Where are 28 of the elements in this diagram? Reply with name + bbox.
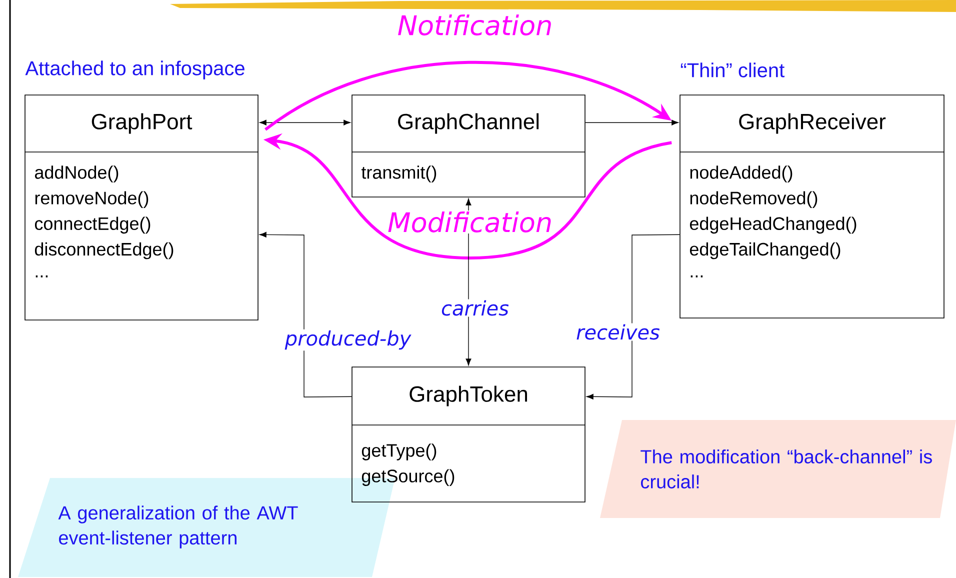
edge-label: receives xyxy=(575,323,661,341)
edge-label: Modification xyxy=(386,210,554,234)
node-label: connectEdge() xyxy=(34,216,150,234)
class-box: GraphToken getType() getSource() xyxy=(352,366,586,502)
node-label: edgeTailChanged() xyxy=(690,242,840,260)
caption-text: Attached to an infospace xyxy=(25,60,244,80)
node-label: ... xyxy=(690,275,703,278)
node-label: removeNode() xyxy=(35,191,148,208)
node-label: GraphReceiver xyxy=(739,113,886,134)
edge-label: Notification xyxy=(396,14,554,36)
node-label: addNode() xyxy=(34,166,118,182)
arrow xyxy=(585,120,678,126)
edge-label: produced-by xyxy=(284,329,412,351)
caption-text: “Thin” client xyxy=(680,62,784,78)
node-label: disconnectEdge() xyxy=(34,242,174,260)
node-label: edgeHeadChanged() xyxy=(690,216,856,234)
node-label: nodeRemoved() xyxy=(690,191,818,208)
node-label: GraphPort xyxy=(92,113,192,134)
edge-label: carries xyxy=(440,299,510,317)
node-label: nodeAdded() xyxy=(690,166,792,182)
arrow xyxy=(586,234,680,400)
arrow xyxy=(260,120,351,126)
class-box: GraphReceiver nodeAdded() nodeRemoved() edgeHeadChanged() edgeTailChanged() ... xyxy=(680,94,944,318)
node-label: ... xyxy=(36,275,48,278)
class-box: GraphPort addNode() removeNode() connectEdge() disconnectEdge() ... xyxy=(24,94,258,320)
arrow xyxy=(260,232,352,398)
note-box: The modification “back-channel” is crucial! xyxy=(600,420,956,518)
class-box: GraphChannel transmit() xyxy=(352,94,586,198)
